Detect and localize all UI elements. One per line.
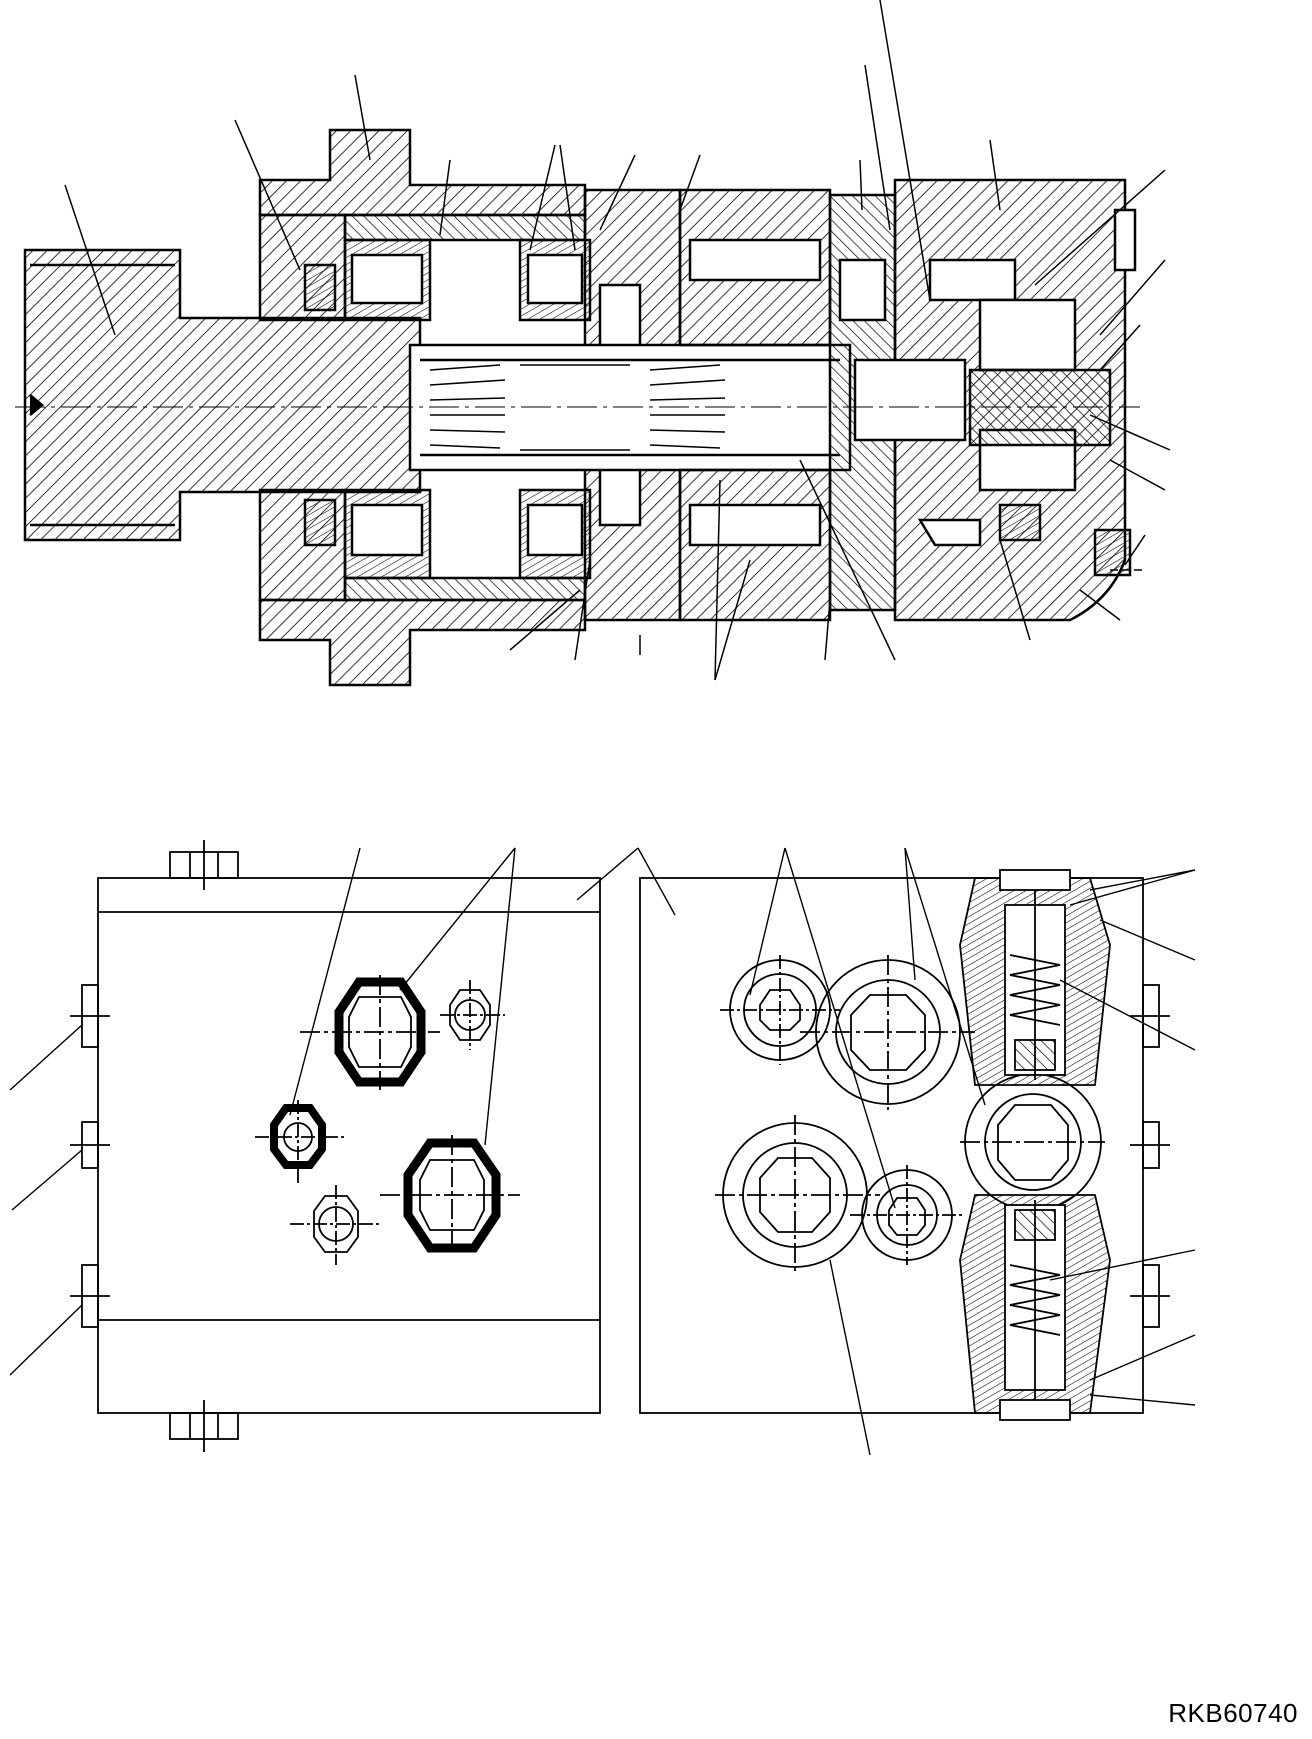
valve-block-front-view bbox=[9, 840, 639, 1452]
taper-roller-bearings bbox=[303, 238, 592, 580]
relief-valve-upper bbox=[959, 869, 1111, 1086]
port-circle-lower-left bbox=[715, 1115, 880, 1275]
center-valve-port bbox=[960, 1073, 1105, 1211]
leader-lines-top bbox=[64, 0, 1171, 681]
drawing-reference-code: RKB60740 bbox=[1168, 1698, 1298, 1728]
plug-lower-middle bbox=[290, 1185, 380, 1265]
port-circle-upper-left bbox=[720, 955, 840, 1065]
valve-block-rear-view bbox=[637, 847, 1196, 1456]
port-circle-upper-right bbox=[800, 955, 975, 1110]
port-large-upper bbox=[300, 975, 440, 1090]
port-circle-lower-right bbox=[850, 1165, 965, 1265]
leader-lines-front bbox=[9, 847, 639, 1376]
port-small-left bbox=[255, 1100, 345, 1185]
port-large-lower bbox=[380, 1135, 520, 1255]
plug-upper-right bbox=[440, 980, 505, 1050]
motor-cross-section bbox=[15, 0, 1171, 687]
relief-valve-lower bbox=[959, 1194, 1111, 1421]
leader-lines-rear bbox=[637, 847, 1196, 1456]
